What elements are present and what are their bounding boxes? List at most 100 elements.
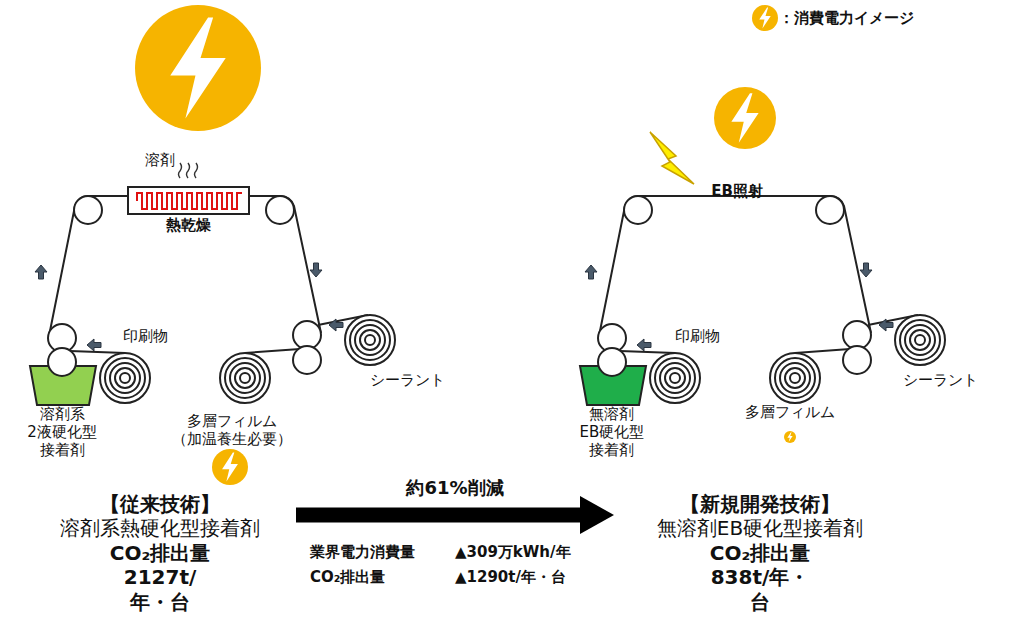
power-circle: [212, 449, 248, 485]
roll-winding: [660, 363, 690, 393]
power-circle: [752, 5, 778, 31]
bolt-symbol: [170, 18, 225, 119]
arrow-shaft: [296, 508, 584, 523]
roller: [48, 348, 76, 376]
bolt-symbol: [759, 8, 770, 29]
roller: [266, 196, 294, 224]
roll-winding: [355, 325, 385, 355]
power-circle: [135, 5, 261, 131]
direction-arrow: [879, 319, 893, 331]
power-icon: [212, 449, 248, 485]
roll-winding: [365, 335, 375, 345]
roll-winding: [790, 373, 800, 383]
power-icon: [714, 87, 776, 149]
roller: [74, 196, 102, 224]
roll-winding: [115, 368, 135, 388]
roll-winding: [225, 358, 265, 398]
power-icon: [135, 5, 261, 131]
web-path: [599, 196, 871, 336]
roll-winding: [655, 358, 695, 398]
roll-winding: [775, 358, 815, 398]
heater-zigzag: [137, 193, 242, 209]
roller: [624, 196, 652, 224]
roll: [345, 315, 395, 365]
direction-arrow: [35, 265, 47, 279]
roll-winding: [235, 368, 255, 388]
legend-row: ：消費電力イメージ: [751, 4, 914, 32]
direction-arrow: [87, 339, 101, 351]
roll-winding: [905, 325, 935, 355]
label: 多層フィルム （加温養生必要）: [172, 412, 292, 448]
roll-winding: [910, 330, 930, 350]
direction-arrow: [310, 263, 322, 277]
web-feed: [70, 351, 125, 353]
direction-arrow: [637, 339, 651, 351]
dryer-label: 熱乾燥: [166, 216, 211, 234]
edge-label: 約61%削減: [402, 477, 507, 499]
roll-winding: [350, 320, 390, 360]
roll-winding: [240, 373, 250, 383]
label: 業界電力消費量: [310, 543, 415, 561]
power-circle: [784, 431, 796, 443]
technology-block: 【新規開発技術】無溶剤EB硬化型接着剤CO₂排出量 838t/年・台: [620, 492, 900, 614]
steam: [187, 163, 190, 178]
arrow-head: [580, 496, 614, 534]
label: CO₂排出量: [310, 568, 385, 586]
label: シーラント: [903, 371, 978, 389]
web-feed: [795, 349, 850, 353]
roll: [220, 353, 270, 403]
heater-coil: [129, 188, 248, 213]
block-emission: CO₂排出量 838t/年・台: [710, 541, 810, 614]
direction-arrow: [585, 265, 597, 279]
roll-winding: [665, 368, 685, 388]
power-icon: [784, 431, 796, 443]
steam: [195, 163, 198, 178]
block-subtitle: 無溶剤EB硬化型接着剤: [657, 516, 863, 540]
web-feed: [245, 349, 300, 353]
roll-winding: [785, 368, 805, 388]
reduction-arrow: [296, 496, 614, 534]
label: 溶剤: [145, 151, 175, 169]
roll: [770, 353, 820, 403]
power-icon: [752, 5, 778, 31]
block-heading: 【新規開発技術】: [680, 492, 840, 516]
eb-lightning: [650, 132, 694, 184]
roll: [895, 315, 945, 365]
label: ▲1290t/年・台: [455, 568, 566, 586]
label: 印刷物: [675, 327, 720, 345]
roller: [293, 346, 321, 374]
roll-winding: [900, 320, 940, 360]
legend-text: ：消費電力イメージ: [779, 9, 914, 28]
roller: [843, 346, 871, 374]
label: シーラント: [370, 371, 445, 389]
roll: [100, 353, 150, 403]
roll-winding: [670, 373, 680, 383]
bolt-symbol: [787, 432, 792, 442]
roller: [816, 196, 844, 224]
block-heading: 【従来技術】: [100, 492, 220, 516]
direction-arrow: [860, 263, 872, 277]
roll-winding: [360, 330, 380, 350]
heat-dryer-box: 熱乾燥: [127, 186, 250, 215]
power-circle: [714, 87, 776, 149]
roll-winding: [780, 363, 810, 393]
label: ▲309万kWh/年: [455, 543, 571, 561]
label: 印刷物: [123, 327, 168, 345]
label: 多層フィルム: [745, 403, 835, 421]
label: 溶剤系 2液硬化型 接着剤: [27, 405, 97, 459]
label: EB照射: [711, 182, 763, 200]
roll-winding: [915, 335, 925, 345]
bolt-symbol: [222, 453, 238, 482]
roller: [843, 321, 871, 349]
direction-arrow: [329, 319, 343, 331]
roll-winding: [120, 373, 130, 383]
roller: [598, 348, 626, 376]
roll: [650, 353, 700, 403]
block-subtitle: 溶剤系熱硬化型接着剤: [60, 516, 260, 540]
technology-block: 【従来技術】溶剤系熱硬化型接着剤CO₂排出量 2127t/年・台: [30, 492, 290, 614]
roller: [293, 321, 321, 349]
steam: [179, 163, 182, 178]
web-feed: [620, 351, 675, 353]
label: 無溶剤 EB硬化型 接着剤: [580, 405, 645, 459]
roll-winding: [230, 363, 260, 393]
